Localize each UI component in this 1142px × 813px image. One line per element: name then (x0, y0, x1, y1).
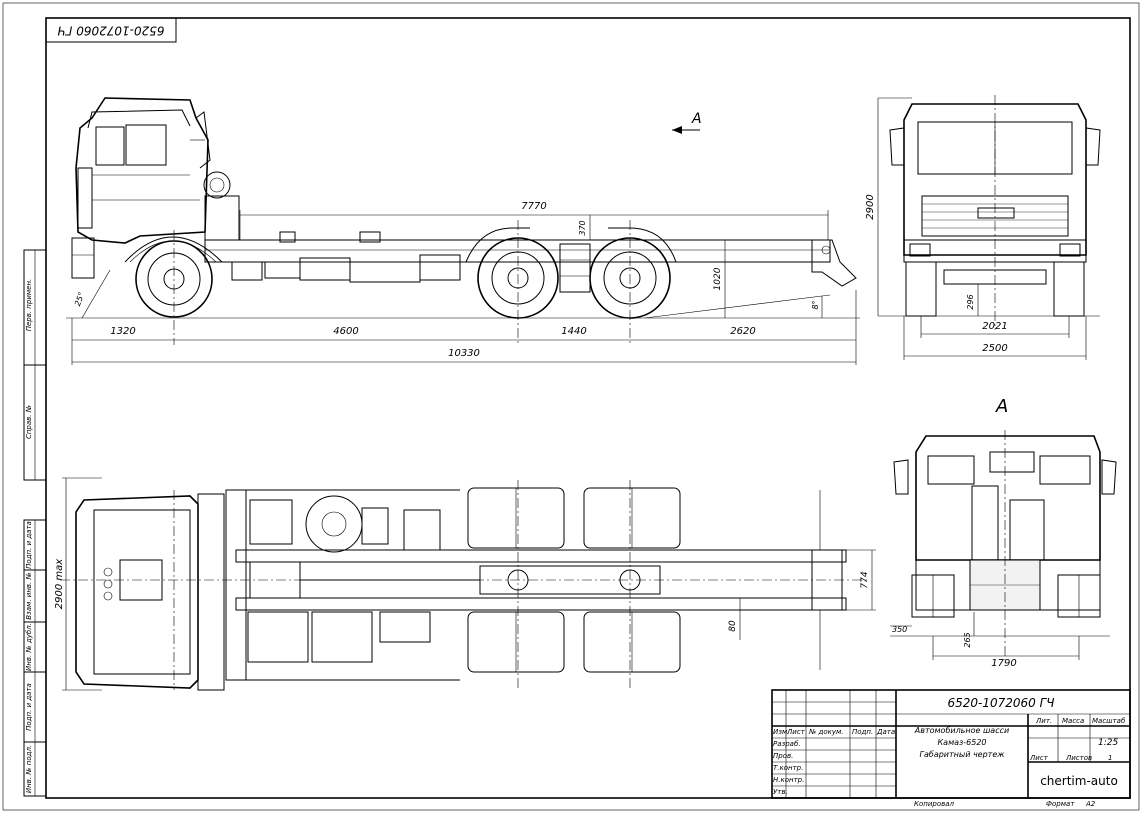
side-balancer (559, 243, 591, 293)
tb-copied: Копировал (914, 800, 955, 808)
tb-row-prov: Пров. (773, 752, 793, 760)
dim-774: 774 (860, 571, 870, 588)
tb-row-nkontr: Н.контр. (773, 776, 804, 784)
tb-name-line1: Автомобильное шасси (914, 726, 1009, 735)
side-frame (204, 239, 831, 263)
dim-296: 296 (966, 294, 975, 309)
title-block: Изм. Лист № докум. Подп. Дата Разраб. Пр… (771, 689, 1131, 808)
tb-hdr-izm: Изм. (773, 728, 789, 736)
side-view: 7770 370 1020 25° 8° 1320 4600 1440 2620… (66, 97, 860, 365)
top-view: 2900 max 774 80 (54, 477, 876, 691)
tb-hdr-list: Лист (786, 728, 806, 736)
rear-cab (915, 435, 1101, 561)
dim-1020: 1020 (713, 267, 723, 290)
rear-view-label: A (995, 396, 1008, 417)
dim-2900: 2900 (865, 194, 876, 219)
tb-sheet-label: Лист (1029, 754, 1049, 762)
tail-hitch (811, 239, 857, 287)
tb-col-lit: Лит. (1035, 717, 1052, 725)
side-cab-window-rear (95, 126, 125, 166)
tb-row-razrab: Разраб. (773, 740, 801, 748)
top-spare-wheel (305, 495, 363, 553)
dim-1440: 1440 (561, 326, 586, 337)
tb-doc-code: 6520-1072060 ГЧ (947, 696, 1054, 710)
strip-label-inv: Инв. № подл. (25, 745, 33, 793)
top-fuel-tank (247, 611, 309, 663)
dim-2021: 2021 (982, 321, 1007, 332)
front-view: 2900 296 2021 2500 (865, 95, 1101, 360)
tb-sheets-label: Листов (1065, 754, 1092, 762)
tb-scale-value: 1:25 (1098, 738, 1118, 748)
tb-row-tkontr: Т.контр. (773, 764, 803, 772)
dim-2900-max: 2900 max (54, 559, 65, 609)
tb-hdr-data: Дата (876, 728, 895, 736)
tb-company: chertim-auto (1040, 774, 1118, 788)
tb-format-label: Формат (1046, 800, 1075, 808)
angle-8: 8° (811, 300, 820, 309)
tb-sheets-value: 1 (1108, 754, 1112, 762)
strip-label-podp2: Подп. и дата (25, 683, 33, 731)
tb-row-utv: Утв. (773, 788, 788, 796)
strip-label-perv: Перв. примен. (25, 279, 33, 332)
front-tire-left (905, 261, 937, 317)
tb-col-scale: Масштаб (1092, 717, 1126, 725)
dim-2620: 2620 (730, 326, 755, 337)
top-frame-rail-right (235, 597, 847, 611)
mirrored-code-stamp: 6520-1072060 ГЧ (45, 17, 177, 43)
tb-name-line2: Камаз-6520 (937, 738, 986, 747)
view-arrow-label: A (691, 111, 702, 127)
rear-view: A 350 265 1790 (890, 396, 1117, 669)
rear-exhaust (971, 485, 999, 563)
dim-80: 80 (728, 620, 738, 632)
front-grille (921, 195, 1069, 237)
dim-265: 265 (963, 632, 972, 647)
dim-2500: 2500 (982, 343, 1007, 354)
top-cab (75, 495, 199, 689)
dim-370: 370 (578, 220, 587, 235)
tb-hdr-docum: № докум. (808, 728, 844, 736)
mirrored-code-text: 6520-1072060 ГЧ (57, 24, 164, 38)
strip-label-vzam: Взам. инв. № (25, 572, 33, 620)
top-frame-rail-left (235, 549, 847, 563)
left-side-strip: Перв. примен. Справ. № Подп. и дата Взам… (23, 249, 47, 797)
strip-label-sprav: Справ. № (25, 405, 33, 439)
dim-1790: 1790 (991, 658, 1016, 669)
dim-7770: 7770 (521, 201, 546, 212)
front-tire-right (1053, 261, 1085, 317)
dim-10330: 10330 (448, 348, 480, 359)
side-cab-window (125, 124, 167, 166)
top-engine-bay (197, 493, 225, 691)
side-cab (75, 97, 209, 244)
dim-4600: 4600 (333, 326, 358, 337)
tb-name-line3: Габаритный чертеж (920, 750, 1006, 759)
dim-350: 350 (892, 625, 907, 634)
dim-1320: 1320 (110, 326, 135, 337)
tb-format-value: A2 (1085, 800, 1096, 808)
strip-label-podp1: Подп. и дата (25, 521, 33, 569)
air-filter (203, 171, 231, 199)
front-bumper (71, 237, 95, 279)
angle-25: 25° (73, 291, 86, 307)
tb-hdr-podp: Подп. (852, 728, 873, 736)
tb-col-mass: Масса (1062, 717, 1084, 725)
strip-label-dubl: Инв. № дубл. (25, 623, 33, 671)
inner-frame (45, 17, 1131, 799)
top-battery-box (249, 499, 293, 545)
